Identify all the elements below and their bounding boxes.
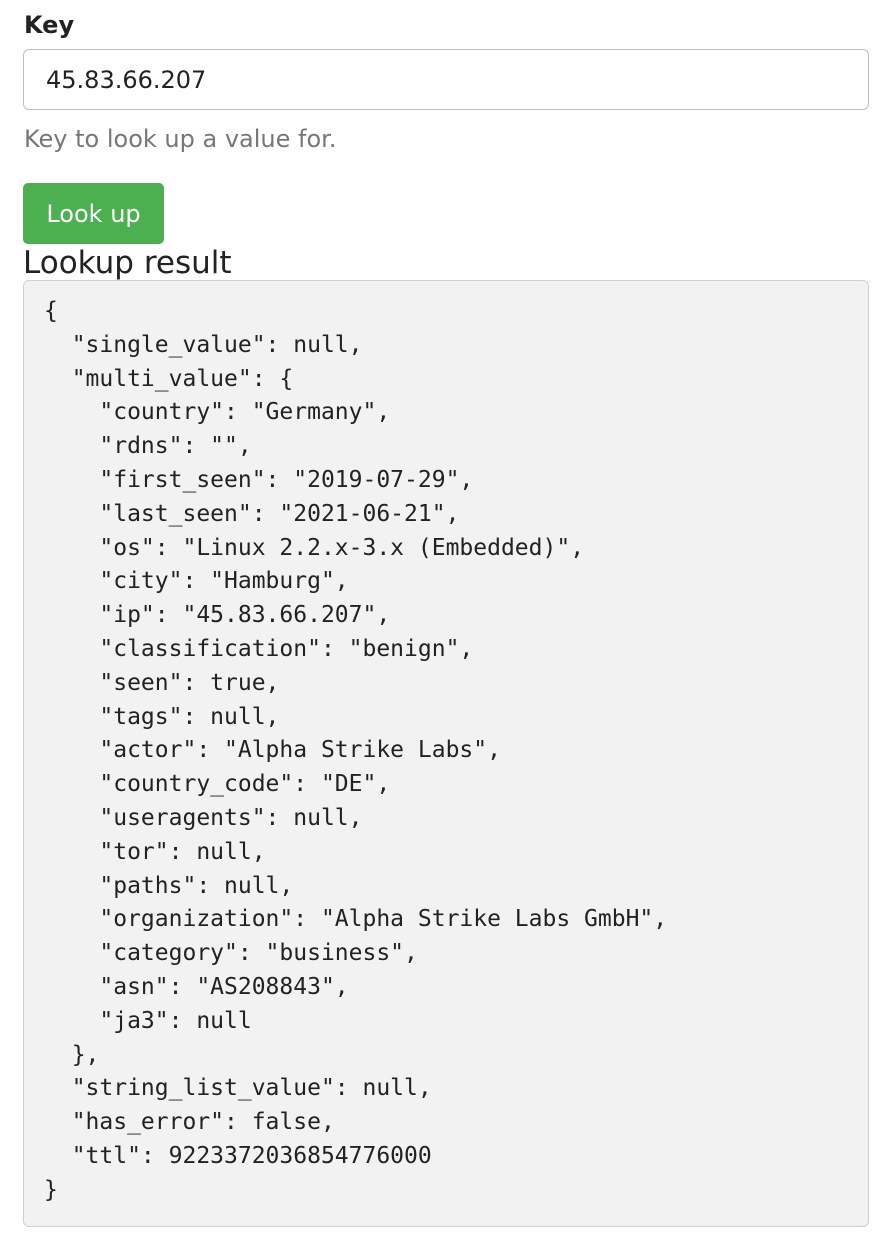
key-input[interactable] (23, 49, 869, 110)
key-help-text: Key to look up a value for. (24, 125, 337, 153)
lookup-result-json: { "single_value": null, "multi_value": {… (44, 298, 668, 1203)
look-up-button[interactable]: Look up (23, 183, 164, 244)
key-label: Key (24, 11, 75, 39)
lookup-result-panel: { "single_value": null, "multi_value": {… (23, 280, 869, 1227)
lookup-result-heading: Lookup result (23, 245, 232, 281)
